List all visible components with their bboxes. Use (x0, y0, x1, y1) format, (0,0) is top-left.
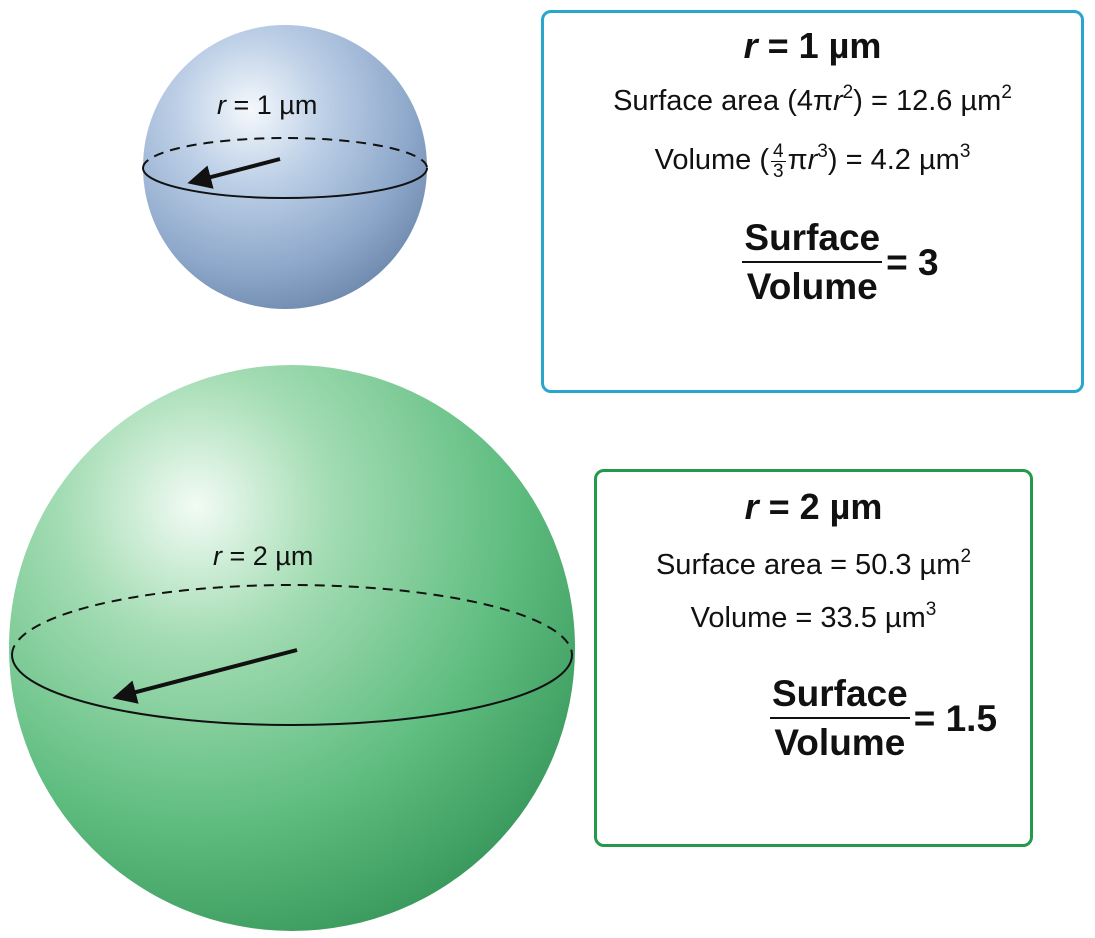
box1-ratio-fraction: Surface Volume (742, 217, 883, 309)
box2-radius-heading: r = 2 µm (744, 486, 883, 527)
small-sphere-back-equator (142, 137, 428, 169)
small-sphere-front-equator (142, 167, 428, 199)
small-sphere-radius-arrow (187, 157, 281, 189)
box2-ratio: Surface Volume = 1.5 (597, 673, 1030, 765)
box1-ratio-numerator: Surface (742, 217, 883, 263)
box2-surface-area: Surface area = 50.3 µm2 (655, 546, 972, 581)
large-sphere: r = 2 µm (9, 365, 575, 931)
large-sphere-back-equator (11, 584, 573, 656)
large-sphere-body (9, 365, 575, 931)
box2-ratio-fraction: Surface Volume (769, 673, 910, 765)
large-sphere-info-box: r = 2 µm Surface area = 50.3 µm2 Volume … (594, 469, 1033, 847)
box1-surface-area: Surface area (4πr2) = 12.6 µm2 (613, 82, 1012, 117)
box1-ratio-value: = 3 (886, 242, 939, 283)
box2-volume: Volume = 33.5 µm3 (690, 599, 937, 634)
large-sphere-radius-arrow (112, 648, 298, 704)
small-sphere: r = 1 µm (142, 25, 428, 309)
box1-ratio: Surface Volume = 3 (544, 217, 1081, 309)
small-sphere-body (143, 25, 427, 309)
box2-ratio-numerator: Surface (769, 673, 910, 719)
small-sphere-info-box: r = 1 µm Surface area (4πr2) = 12.6 µm2 … (541, 10, 1084, 393)
box1-ratio-denominator: Volume (746, 266, 878, 307)
box2-ratio-value: = 1.5 (913, 698, 998, 739)
large-sphere-front-equator (11, 654, 573, 726)
small-sphere-label: r = 1 µm (217, 90, 317, 120)
box1-radius-heading: r = 1 µm (743, 25, 882, 66)
box2-ratio-denominator: Volume (774, 722, 906, 763)
large-sphere-label: r = 2 µm (213, 541, 313, 571)
